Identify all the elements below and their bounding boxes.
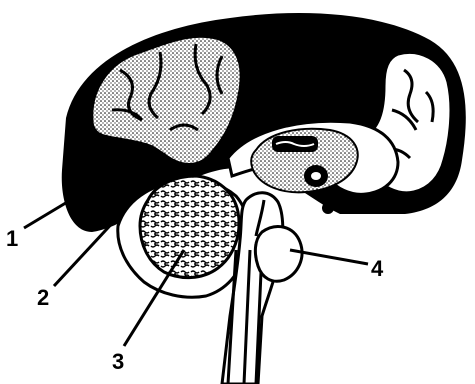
callout-label-2: 2 bbox=[37, 287, 49, 309]
pineal-dot bbox=[322, 202, 334, 214]
callout-label-4: 4 bbox=[371, 258, 383, 280]
third-ventricle-inner bbox=[311, 172, 321, 180]
callout-label-3: 3 bbox=[112, 351, 124, 373]
callout-label-1: 1 bbox=[6, 228, 18, 250]
cerebellum-shape bbox=[140, 176, 239, 278]
pons-shape bbox=[255, 227, 302, 282]
